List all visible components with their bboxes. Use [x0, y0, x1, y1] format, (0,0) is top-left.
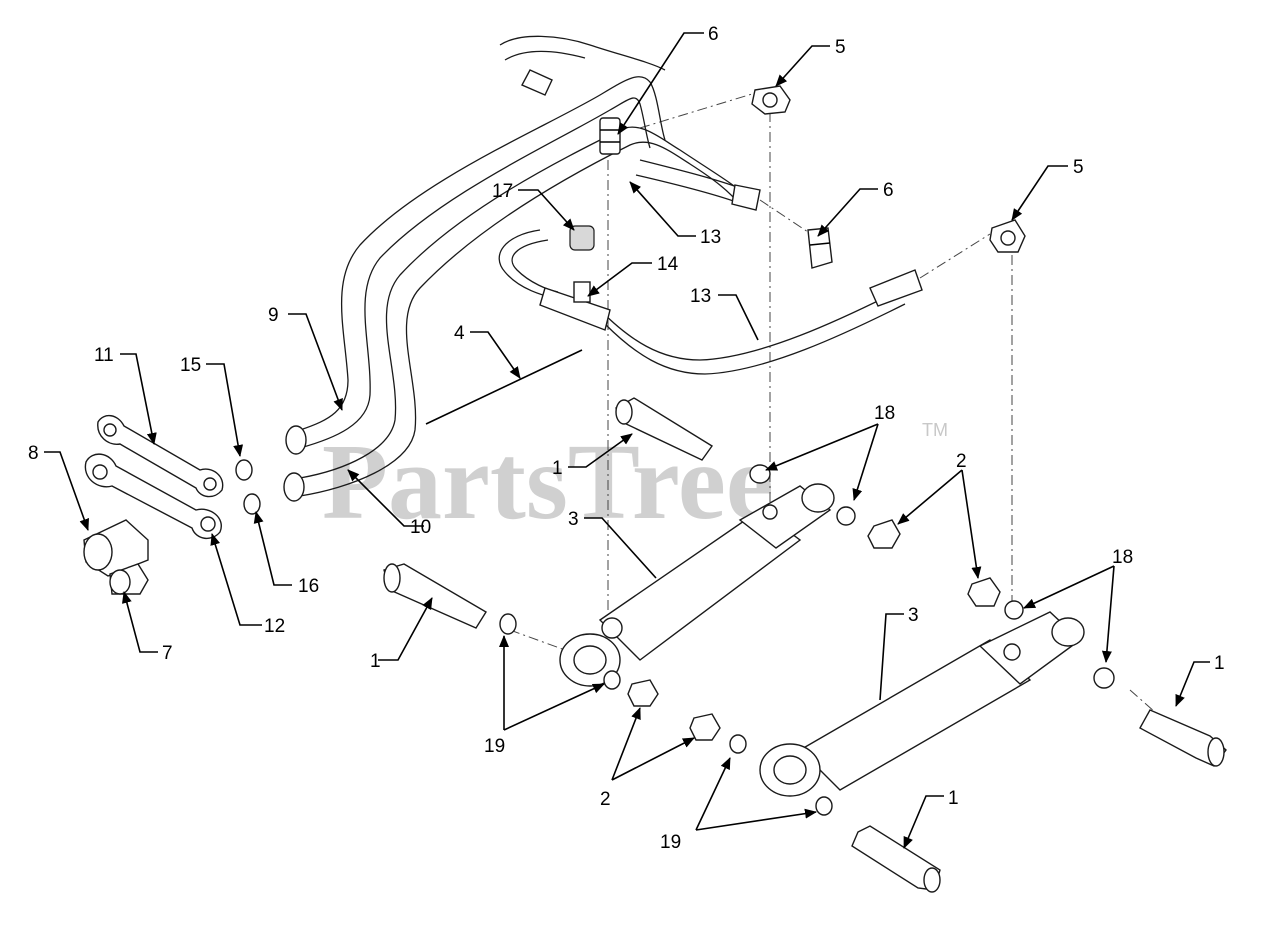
pin-1-bottom [851, 825, 941, 893]
bushing-19-b [603, 670, 621, 690]
callout-3-lower: 3 [908, 605, 919, 626]
tee-14 [539, 281, 611, 331]
callout-8: 8 [28, 443, 39, 464]
nut-2-c [627, 679, 659, 707]
callout-2-lower: 2 [600, 789, 611, 810]
callout-labels: 6 5 5 6 17 13 14 13 9 4 11 15 8 18 1 2 1… [28, 24, 1225, 853]
cylinder-3-lower [759, 611, 1085, 797]
callout-11: 11 [94, 345, 114, 366]
bushing-18-c [1004, 600, 1024, 620]
fitting-5-right [989, 219, 1026, 253]
pin-1-top [615, 397, 714, 461]
callout-6-top: 6 [708, 24, 719, 45]
callout-9: 9 [268, 305, 279, 326]
callout-18-upper: 18 [874, 403, 895, 424]
callout-19-lower: 19 [660, 832, 681, 853]
callout-2-upper: 2 [956, 451, 967, 472]
nut-2-b [967, 577, 1001, 607]
ring-16 [243, 493, 261, 515]
callout-5-top: 5 [835, 37, 846, 58]
watermark-tm: TM [922, 420, 948, 440]
fitting-6-top [599, 117, 621, 155]
callout-1-right: 1 [1214, 653, 1225, 674]
cylinder-3-upper [559, 483, 835, 687]
callout-6-right: 6 [883, 180, 894, 201]
callout-16: 16 [298, 576, 319, 597]
bushing-19-a [499, 613, 517, 635]
callout-13-lower: 13 [690, 286, 711, 307]
callout-19-left: 19 [484, 736, 505, 757]
callout-12: 12 [264, 616, 285, 637]
wrench-11 [97, 415, 224, 498]
ring-15 [235, 459, 253, 481]
bushing-18-d [1093, 667, 1115, 689]
hose-9 [285, 76, 666, 455]
callout-18-lower: 18 [1112, 547, 1133, 568]
callout-leaders [44, 32, 1210, 849]
nut-2-a [867, 519, 901, 549]
callout-1-bottom: 1 [948, 788, 959, 809]
bushing-18-b [836, 506, 856, 526]
socket-8 [83, 519, 149, 577]
nut-2-d [689, 713, 721, 741]
callout-14: 14 [657, 254, 679, 275]
watermark-text: PartsTree [322, 423, 774, 542]
callout-1-left: 1 [370, 651, 381, 672]
callout-10: 10 [410, 517, 431, 538]
pin-1-left [383, 563, 487, 629]
wrench-12 [84, 453, 222, 539]
callout-1-upper: 1 [552, 458, 563, 479]
callout-5-right: 5 [1073, 157, 1084, 178]
rod-4 [425, 349, 583, 425]
pin-1-right [1139, 709, 1227, 767]
callout-7: 7 [162, 643, 173, 664]
cap-17 [569, 225, 595, 251]
alignment-lines [509, 93, 1156, 713]
hose-13 [498, 159, 923, 375]
bushing-19-d [815, 796, 833, 816]
socket-7 [109, 563, 149, 595]
callout-15: 15 [180, 355, 201, 376]
hose-10 [283, 35, 746, 502]
bushing-19-c [729, 734, 747, 754]
callout-4: 4 [454, 323, 465, 344]
callout-3-upper: 3 [568, 509, 579, 530]
callout-17: 17 [492, 181, 513, 202]
callout-13-top: 13 [700, 227, 721, 248]
bushing-18-a [749, 464, 771, 484]
fitting-5-top [751, 85, 791, 115]
